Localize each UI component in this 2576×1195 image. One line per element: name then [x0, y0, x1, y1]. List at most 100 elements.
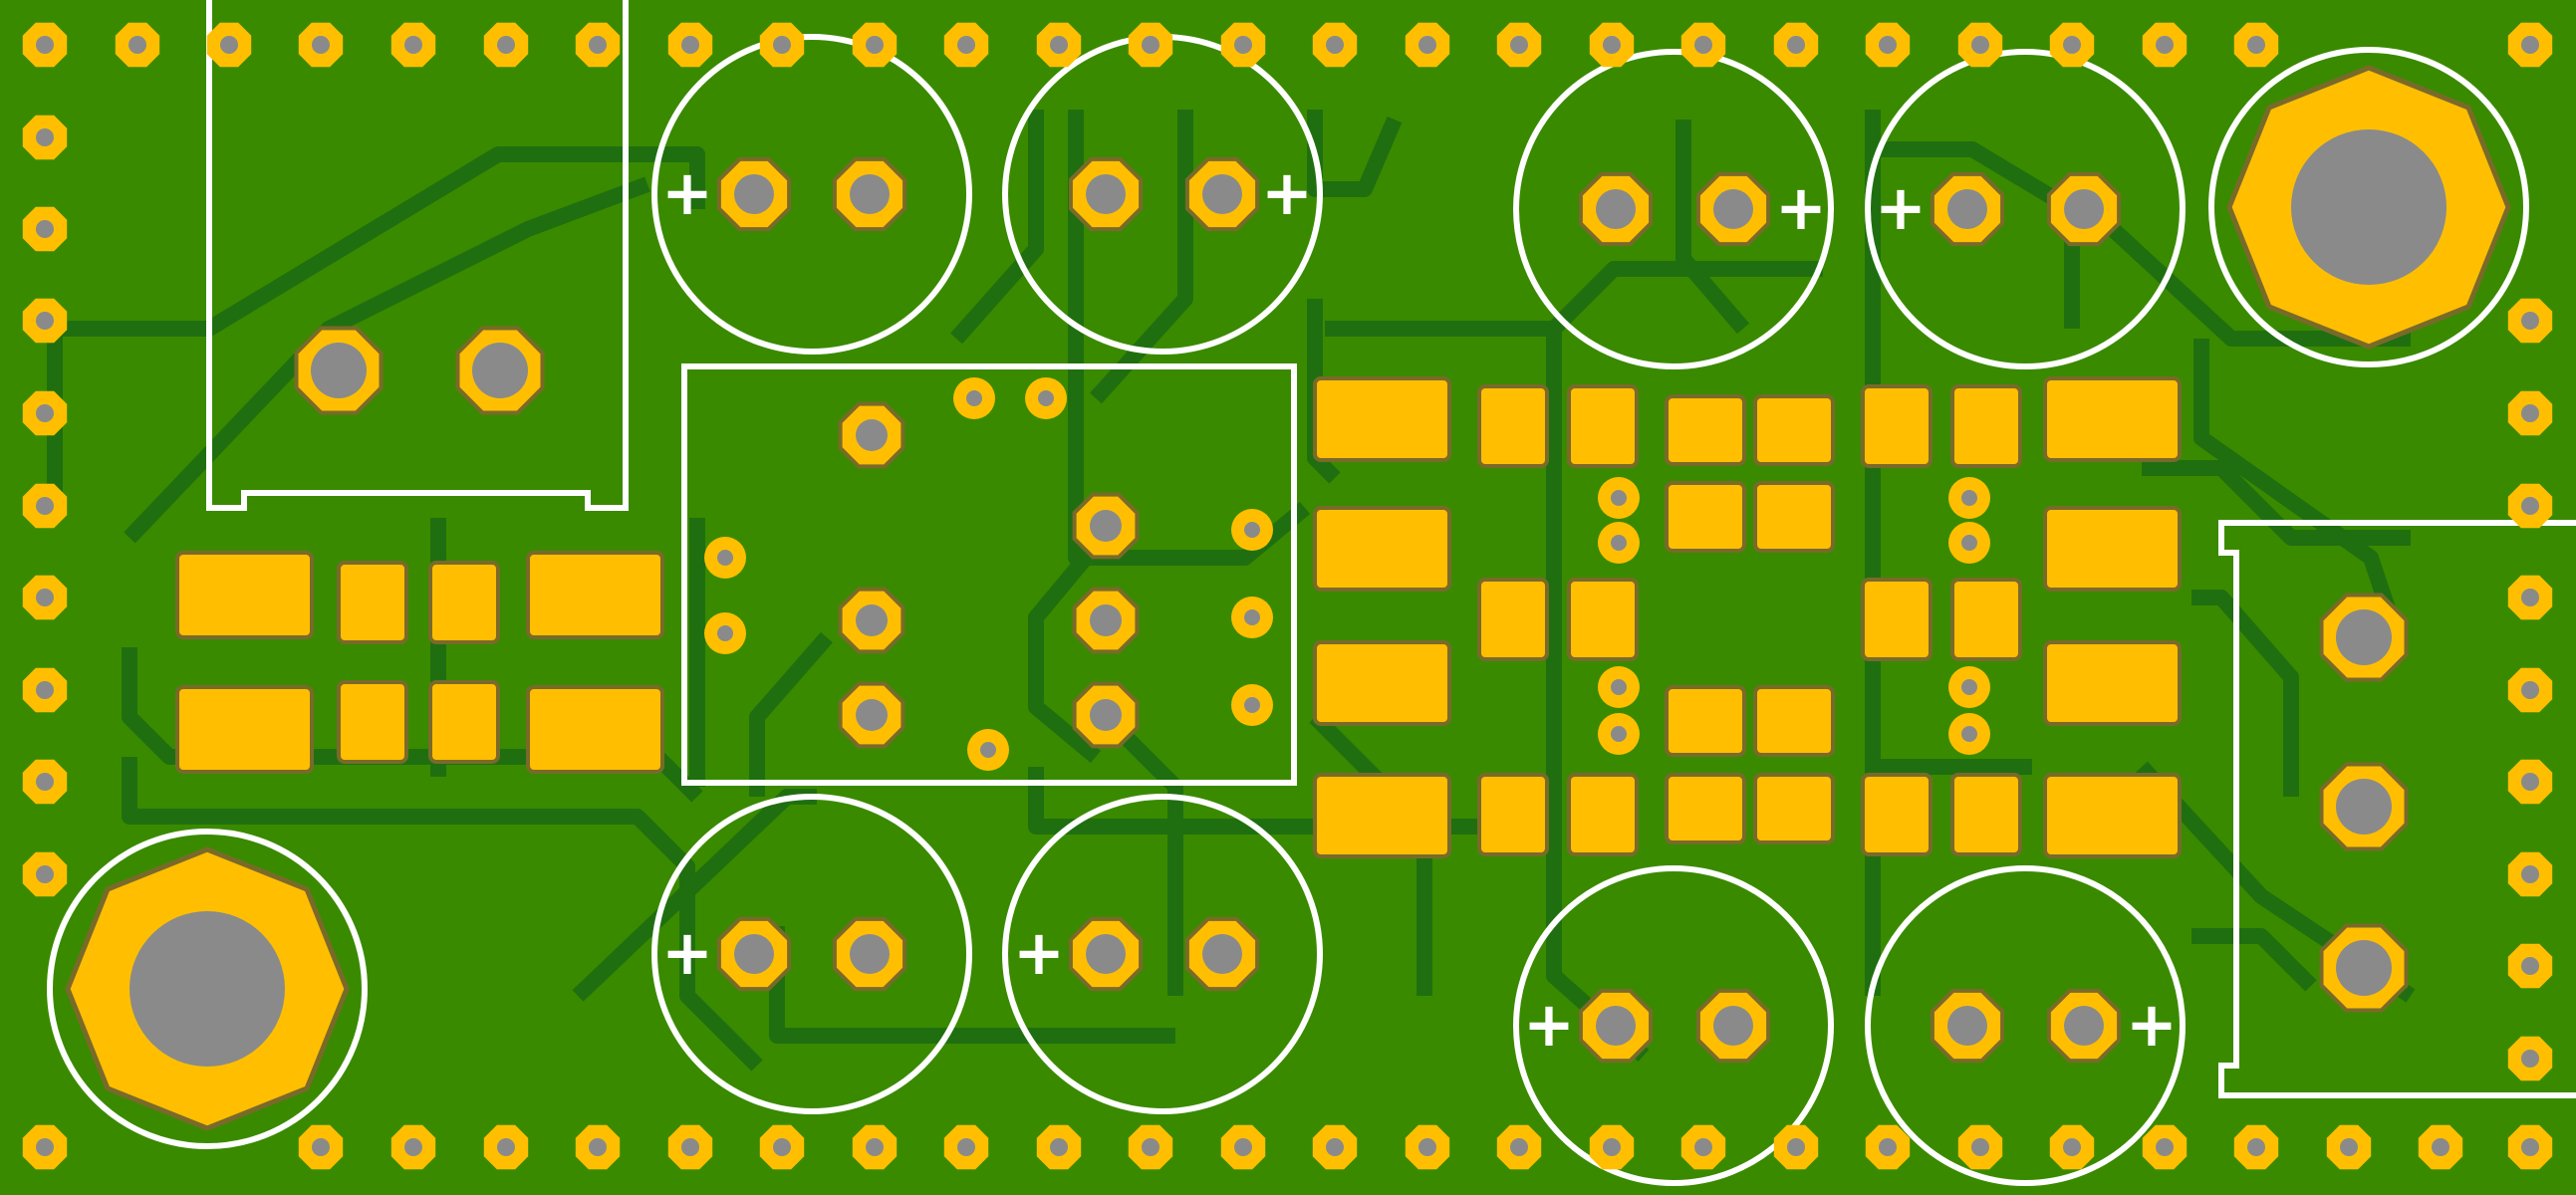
capacitor-outline-c7	[1513, 865, 1834, 1186]
header-pin-drill	[404, 36, 422, 54]
smd-pad	[2043, 376, 2182, 462]
via-drill	[1611, 535, 1627, 551]
smd-pad	[1313, 506, 1451, 592]
header-pin-drill	[497, 36, 515, 54]
smd-pad	[1861, 773, 1932, 856]
smd-pad	[1753, 773, 1835, 844]
via-drill	[1961, 535, 1977, 551]
header-pin-drill	[1879, 1138, 1897, 1156]
via-drill	[966, 390, 982, 406]
capacitor-pin-drill	[1086, 934, 1126, 974]
smd-pad	[1753, 685, 1835, 757]
header-pin-drill	[36, 773, 54, 791]
header-pin-drill	[1510, 1138, 1528, 1156]
smd-pad	[526, 551, 664, 639]
header-pin-drill	[36, 404, 54, 422]
header-pin-drill	[681, 1138, 699, 1156]
smd-pad	[1477, 578, 1549, 661]
capacitor-pin-drill	[734, 934, 774, 974]
capacitor-pin-drill	[1596, 189, 1636, 229]
smd-pad	[1950, 773, 2022, 856]
header-pin-drill	[36, 220, 54, 238]
capacitor-outline-c5	[651, 794, 972, 1114]
via-drill	[1038, 390, 1054, 406]
capacitor-pin-drill	[1947, 1006, 1987, 1046]
capacitor-outline-c8	[1865, 865, 2186, 1186]
smd-pad	[2043, 773, 2182, 858]
via-drill	[717, 625, 733, 641]
polarity-plus-mark: +	[1261, 156, 1313, 229]
capacitor-outline-c1	[651, 34, 972, 355]
header-pin-drill	[589, 36, 607, 54]
smd-pad	[1950, 578, 2022, 661]
smd-pad	[1665, 394, 1746, 466]
smd-pad	[1313, 773, 1451, 858]
capacitor-outline-c6	[1002, 794, 1323, 1114]
smd-pad	[1861, 578, 1932, 661]
capacitor-pin-drill	[1202, 174, 1242, 214]
smd-pad	[1477, 384, 1549, 468]
smd-pad	[337, 680, 408, 764]
smd-pad	[1861, 384, 1932, 468]
header-pin-drill	[2521, 312, 2539, 330]
header-pin-drill	[2063, 1138, 2081, 1156]
header-pin-drill	[1787, 1138, 1805, 1156]
header-pin-drill	[36, 312, 54, 330]
header-pin-drill	[1050, 36, 1068, 54]
header-pin-drill	[2247, 1138, 2265, 1156]
header-pin-drill	[1694, 36, 1712, 54]
ic-pin-drill	[856, 419, 888, 451]
header-pin-drill	[36, 589, 54, 606]
polarity-plus-mark: +	[2126, 988, 2178, 1061]
header-pin-drill	[36, 1138, 54, 1156]
capacitor-pin-drill	[1947, 189, 1987, 229]
capacitor-pin-drill	[850, 934, 890, 974]
header-pin-drill	[1234, 1138, 1252, 1156]
header-pins	[22, 22, 2553, 1170]
header-pin-drill	[1326, 36, 1344, 54]
via-drill	[1244, 522, 1260, 538]
smd-pad	[1665, 481, 1746, 553]
header-pin-drill	[2156, 36, 2174, 54]
mounting-hole-outline-tr	[2208, 47, 2529, 367]
header-pin-drill	[1787, 36, 1805, 54]
smd-pad	[175, 551, 314, 639]
smd-pad	[2043, 640, 2182, 726]
ic-pin-drill	[856, 604, 888, 636]
header-pin-drill	[1603, 36, 1621, 54]
header-pin-drill	[1418, 36, 1436, 54]
smd-pad	[1665, 773, 1746, 844]
capacitor-pin-drill	[734, 174, 774, 214]
polarity-plus-mark: +	[661, 916, 713, 989]
header-pin-drill	[1418, 1138, 1436, 1156]
header-pin-drill	[129, 36, 146, 54]
via-drill	[717, 550, 733, 566]
header-pin-drill	[2063, 36, 2081, 54]
vias	[704, 377, 1990, 771]
header-pin-drill	[2521, 36, 2539, 54]
via-drill	[1611, 679, 1627, 695]
header-pin-drill	[773, 36, 791, 54]
header-pin-drill	[2156, 1138, 2174, 1156]
header-pin-drill	[1971, 36, 1989, 54]
smd-pad	[428, 680, 500, 764]
via-drill	[1611, 490, 1627, 506]
header-pin-drill	[2340, 1138, 2358, 1156]
smd-pad	[526, 685, 664, 774]
mounting-hole-tr	[2226, 65, 2511, 350]
smd-pad	[1313, 640, 1451, 726]
capacitor-outline-c4	[1865, 49, 2186, 369]
via-drill	[1244, 697, 1260, 713]
smd-pads	[175, 376, 2182, 858]
header-pin-drill	[866, 36, 884, 54]
smd-pad	[1313, 376, 1451, 462]
ic-pin-drill	[1090, 699, 1122, 731]
ic-outline	[681, 363, 1297, 786]
via-drill	[1961, 679, 1977, 695]
connector-outline-j1	[206, 0, 629, 511]
through-hole-pads	[294, 156, 2409, 1064]
capacitor-pin-drill	[2064, 189, 2104, 229]
header-pin-drill	[36, 128, 54, 146]
via-drill	[1611, 726, 1627, 742]
